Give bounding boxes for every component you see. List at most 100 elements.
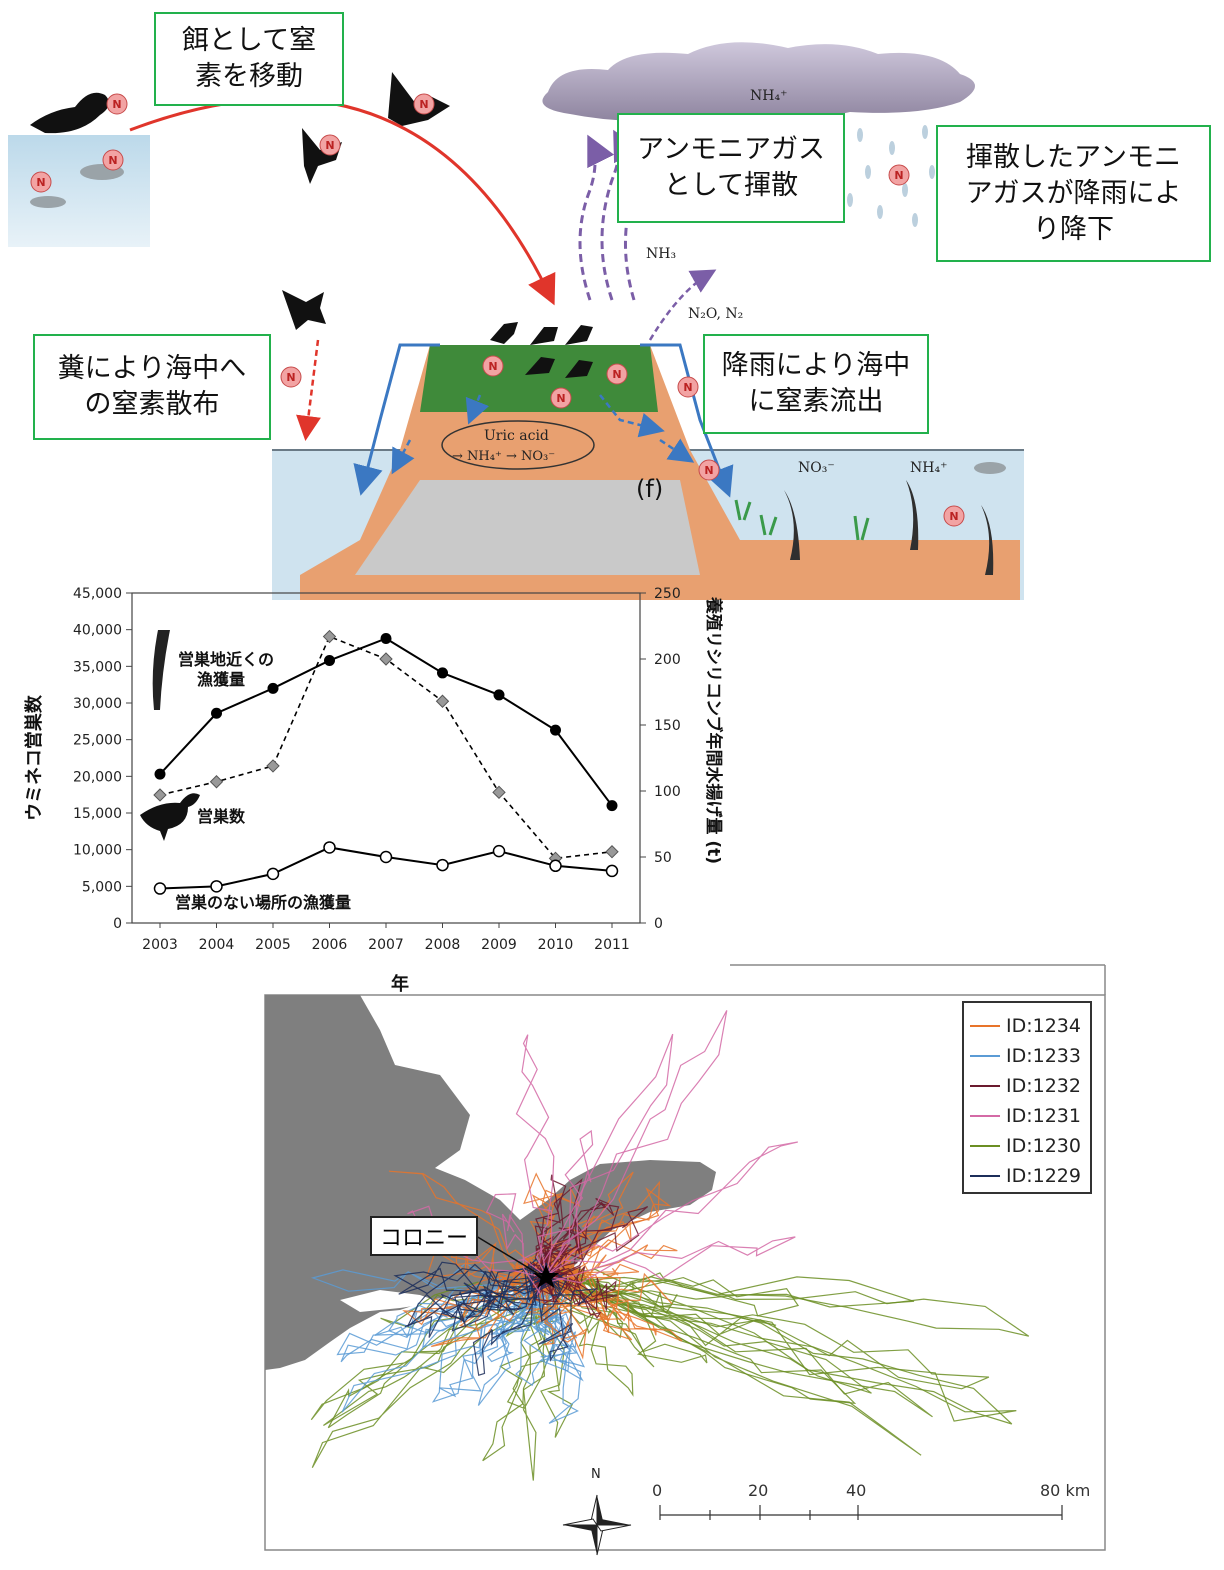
data-point xyxy=(153,788,167,802)
svg-text:N: N xyxy=(419,98,428,111)
rain-deposit-box-line3: り降下 xyxy=(1033,213,1114,245)
y2-tick-label: 150 xyxy=(654,718,681,734)
svg-text:N: N xyxy=(36,176,45,189)
nesting-gulls-icon xyxy=(490,322,593,378)
data-point xyxy=(379,652,393,666)
svg-text:N: N xyxy=(556,392,565,405)
feed-box-line1: 餌として窒 xyxy=(181,25,317,56)
feed-arrow xyxy=(129,97,556,306)
n-circle: N xyxy=(482,355,504,377)
data-point xyxy=(153,882,167,895)
runoff-arrow-left xyxy=(353,343,440,496)
data-point xyxy=(211,707,222,719)
gps-tracks xyxy=(310,1010,1030,1481)
gps-track xyxy=(440,1266,550,1320)
annotation-nests: 営巣数 xyxy=(197,807,246,826)
feces-box-line1: 糞により海中へ xyxy=(57,353,247,384)
n-circle: N xyxy=(888,164,910,186)
volatilize-arrow xyxy=(578,134,615,301)
feces-arrow xyxy=(296,339,321,441)
gull-icon xyxy=(282,290,326,330)
volatilize-box-line1: アンモニアガス xyxy=(637,134,825,165)
svg-text:N: N xyxy=(488,360,497,373)
gps-track xyxy=(407,1268,565,1327)
uric-acid-formula: → NH₄⁺ → NO₃⁻ xyxy=(452,449,555,464)
x-tick-label: 2005 xyxy=(255,937,291,953)
annotation-near: 漁獲量 xyxy=(197,670,245,689)
legend-label: ID:1231 xyxy=(1006,1105,1081,1127)
gps-track xyxy=(545,1236,796,1284)
x-tick-label: 2006 xyxy=(312,937,348,953)
data-point xyxy=(266,759,280,773)
n-circle: N xyxy=(413,93,435,115)
legend-item: ID:1232 xyxy=(970,1073,1081,1099)
x-axis-label: 年 xyxy=(391,973,409,995)
gps-track xyxy=(538,1206,649,1280)
y-tick-label: 40,000 xyxy=(73,623,122,639)
n-circle: N xyxy=(698,459,720,481)
svg-text:N: N xyxy=(108,154,117,167)
data-point xyxy=(324,654,335,666)
data-point xyxy=(493,689,505,701)
scale-tick: 80 km xyxy=(1040,1481,1090,1500)
gps-track xyxy=(451,1265,550,1332)
legend-item: ID:1233 xyxy=(970,1043,1081,1069)
colony-star-icon xyxy=(533,1264,559,1288)
uric-acid-label: Uric acid xyxy=(484,428,549,444)
n-circle: N xyxy=(102,149,124,171)
data-point xyxy=(266,867,280,881)
data-point xyxy=(492,844,506,858)
gps-track xyxy=(407,1205,547,1278)
rain-deposit-box: 揮散したアンモニアガスが降雨により降下 xyxy=(936,125,1211,262)
colony-label: コロニー xyxy=(370,1216,478,1256)
y-tick-label: 10,000 xyxy=(73,843,122,859)
n-circle: N xyxy=(319,134,341,156)
annotation-far: 営巣のない場所の漁獲量 xyxy=(175,893,351,912)
chart-text: 05,00010,00015,00020,00025,00030,00035,0… xyxy=(23,586,724,995)
data-point xyxy=(549,859,562,873)
svg-text:N: N xyxy=(612,368,621,381)
gps-track xyxy=(532,1257,872,1394)
volatilize-arrow xyxy=(600,129,641,301)
y-tick-label: 20,000 xyxy=(73,769,122,785)
svg-text:N: N xyxy=(683,381,692,394)
legend-swatch xyxy=(970,1085,1000,1087)
legend-label: ID:1229 xyxy=(1006,1165,1081,1187)
gps-track xyxy=(545,1010,728,1277)
data-point xyxy=(379,850,393,864)
x-tick-label: 2009 xyxy=(481,937,517,953)
runoff-box-line2: に窒素流出 xyxy=(748,386,884,417)
feed-box: 餌として窒素を移動 xyxy=(154,12,344,106)
gps-track xyxy=(529,1259,577,1365)
nh3-label: NH₃ xyxy=(646,246,676,262)
peninsula xyxy=(340,1290,440,1312)
runoff-box-line1: 降雨により海中 xyxy=(721,350,911,381)
annotation-near: 営巣地近くの xyxy=(178,650,274,669)
gps-track xyxy=(533,1263,602,1320)
volatilize-box: アンモニアガスとして揮散 xyxy=(617,113,845,223)
y-tick-label: 35,000 xyxy=(73,659,122,675)
land-mass xyxy=(265,995,716,1370)
n-circles: N N N N N N N N N N N N N xyxy=(30,93,965,527)
rain-deposit-box-line1: 揮散したアンモニ xyxy=(966,141,1181,173)
y-tick-label: 5,000 xyxy=(82,879,122,895)
data-point xyxy=(322,629,337,644)
data-point xyxy=(267,682,279,694)
sea-no3-label: NO₃⁻ xyxy=(798,460,835,476)
seagrass-icon xyxy=(734,499,870,541)
y-tick-label: 0 xyxy=(113,916,122,932)
gps-track xyxy=(462,1264,551,1319)
y-tick-label: 45,000 xyxy=(73,586,122,602)
x-tick-label: 2004 xyxy=(199,937,235,953)
gps-track xyxy=(537,1263,587,1360)
gps-track xyxy=(532,1239,678,1286)
svg-text:N: N xyxy=(949,510,958,523)
cloud-label: NH₄⁺ xyxy=(750,88,787,104)
map-legend: ID:1234 ID:1233 ID:1232 ID:1231 ID:1230 … xyxy=(962,1001,1092,1194)
gull-icon xyxy=(302,128,342,184)
data-point xyxy=(605,845,619,859)
svg-text:N: N xyxy=(704,464,713,477)
y2-tick-label: 100 xyxy=(654,784,681,800)
x-tick-label: 2008 xyxy=(425,937,461,953)
x-tick-label: 2007 xyxy=(368,937,404,953)
